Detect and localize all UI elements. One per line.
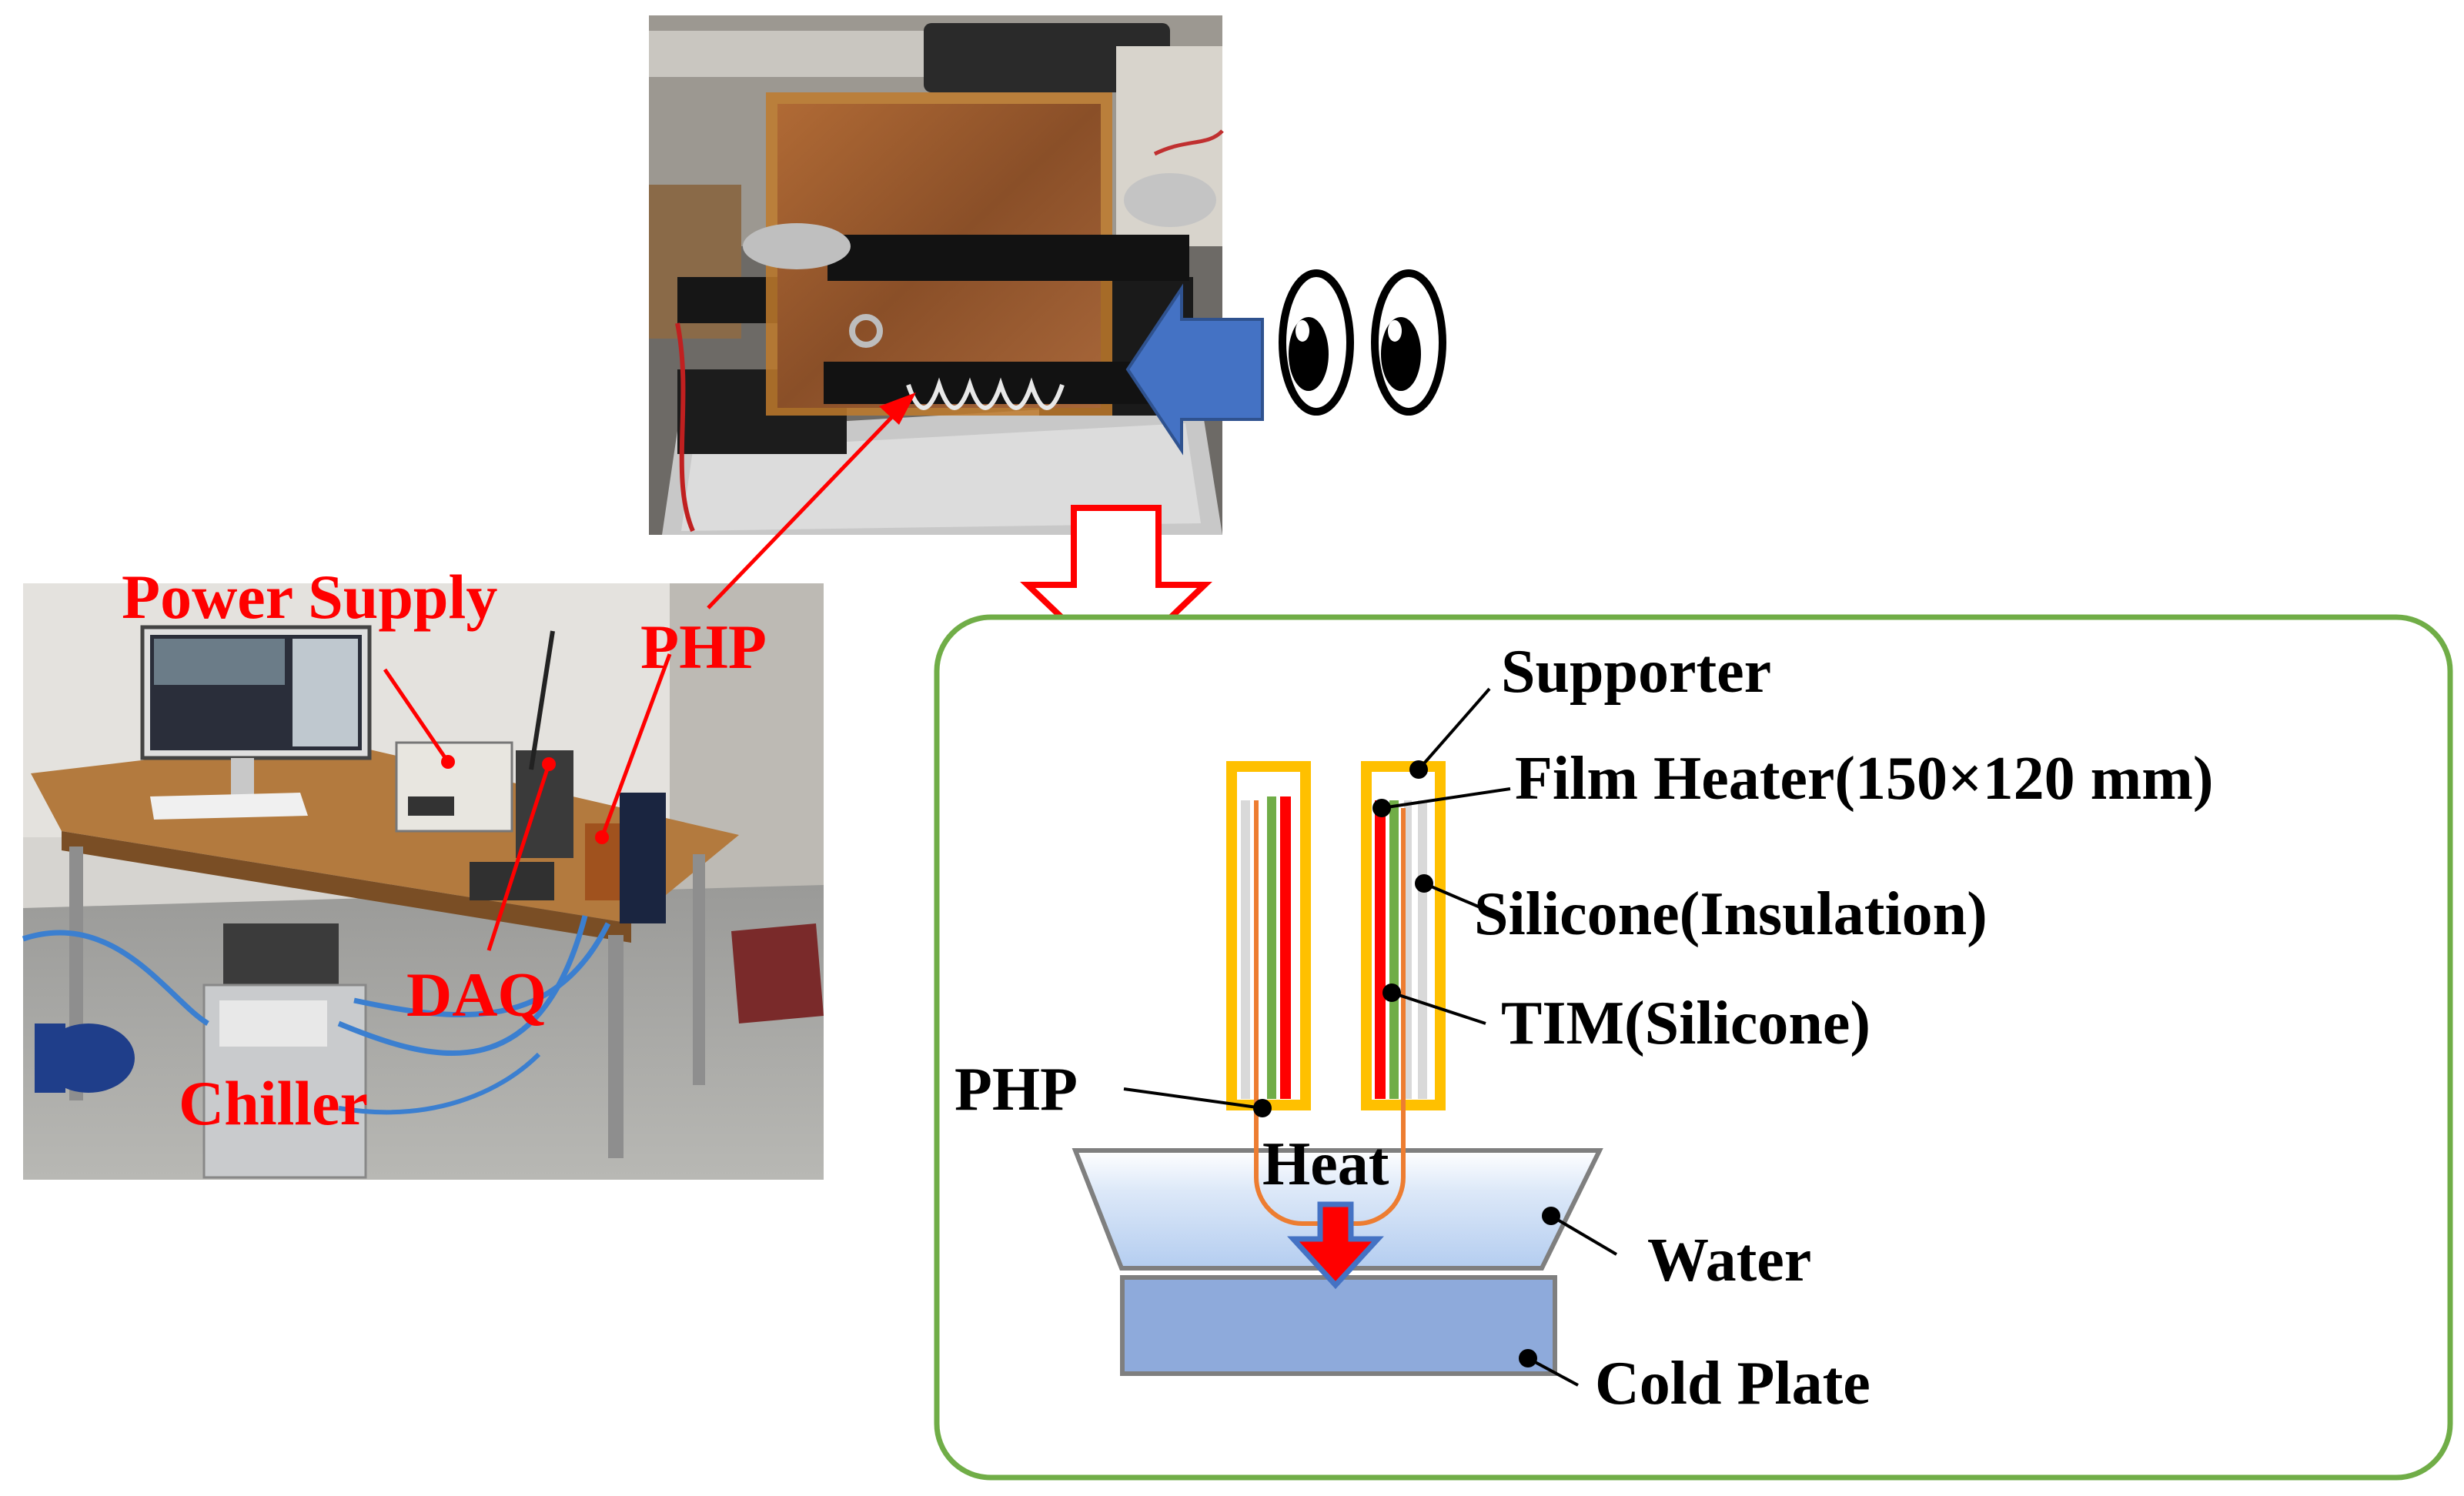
label-daq: DAQ bbox=[406, 960, 547, 1030]
closeup-photo bbox=[649, 15, 1224, 535]
label-cold-plate: Cold Plate bbox=[1595, 1350, 1871, 1418]
heat-arrow-icon bbox=[1287, 1201, 1384, 1290]
schematic-leader-lines bbox=[1123, 687, 1618, 1387]
label-chiller: Chiller bbox=[179, 1068, 368, 1138]
label-php-photo: PHP bbox=[640, 612, 767, 682]
label-silicone-insulation: Silicone(Insulation) bbox=[1474, 880, 1988, 948]
label-film-heater: Film Heater(150×120 mm) bbox=[1515, 745, 2214, 813]
label-water: Water bbox=[1647, 1227, 1812, 1294]
photo-leader-lines bbox=[383, 392, 916, 951]
label-power-supply: Power Supply bbox=[122, 562, 498, 632]
label-heat: Heat bbox=[1262, 1130, 1389, 1198]
label-tim: TIM(Silicone) bbox=[1501, 990, 1871, 1057]
setup-photo bbox=[22, 583, 824, 1180]
label-php-schematic: PHP bbox=[955, 1056, 1078, 1124]
label-supporter: Supporter bbox=[1501, 638, 1772, 706]
view-arrow-icon bbox=[1125, 283, 1264, 456]
eyes-icon bbox=[1279, 269, 1446, 416]
cold-plate bbox=[1120, 1275, 1557, 1376]
schematic-marker-dots bbox=[1253, 760, 1560, 1367]
